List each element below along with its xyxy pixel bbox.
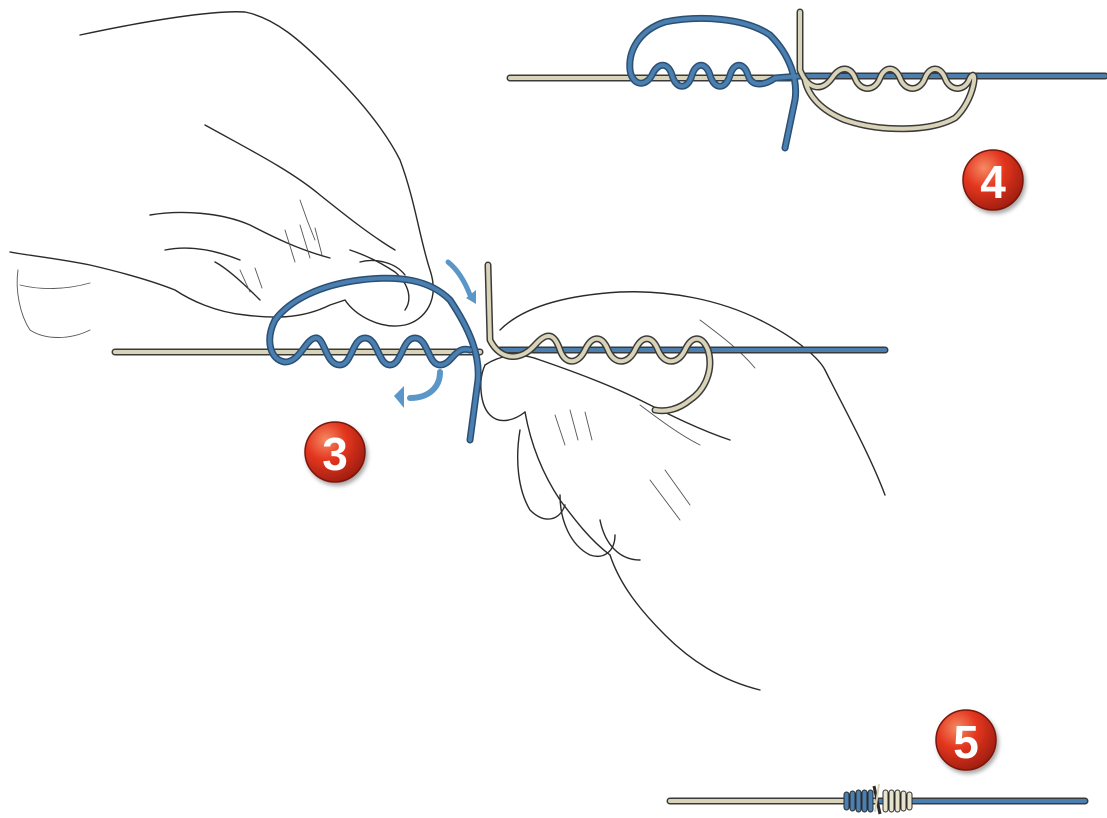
step-number-3: 3 <box>322 428 348 480</box>
numbered-circle-badge-icon <box>962 149 1024 211</box>
numbered-circle-badge-icon <box>304 421 366 483</box>
step-number-5: 5 <box>953 716 979 768</box>
left-hand <box>9 11 434 338</box>
step-5-illustration <box>666 783 1089 815</box>
step-badge-4: 4 <box>962 149 1024 211</box>
step-number-4: 4 <box>980 156 1006 208</box>
step-3-illustration <box>9 11 889 691</box>
step-4-illustration <box>506 8 1107 152</box>
numbered-circle-badge-icon <box>935 709 997 771</box>
curved-arrow-icon <box>445 259 476 304</box>
curved-arrow-icon <box>394 369 443 408</box>
finished-knot <box>843 783 913 815</box>
right-hand <box>480 291 886 691</box>
step-badge-5: 5 <box>935 709 997 771</box>
step-badge-3: 3 <box>304 421 366 483</box>
